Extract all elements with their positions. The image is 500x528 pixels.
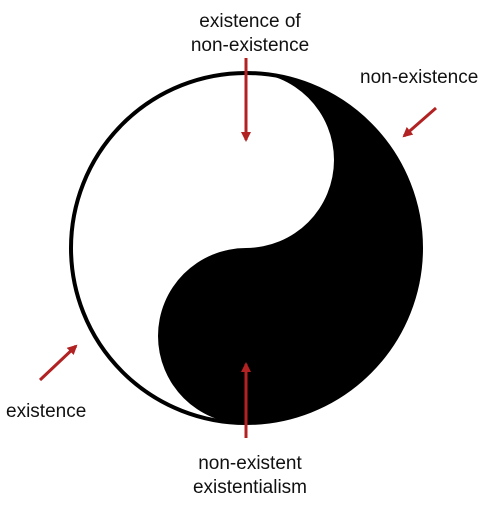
- yin-half: [158, 72, 422, 424]
- yin-yang-symbol: [69, 71, 423, 425]
- label-bottom-line-2: existentialism: [192, 476, 308, 498]
- label-top-line-2: non-existence: [190, 34, 310, 56]
- white-dot: [224, 138, 268, 182]
- black-dot: [224, 311, 268, 355]
- label-top-line-1: existence of: [199, 11, 301, 32]
- label-existence: existence: [6, 401, 87, 422]
- label-bottom-line-1: non-existent: [198, 453, 302, 474]
- label-non-existence: non-existence: [360, 67, 479, 88]
- arrow-right: [402, 106, 437, 138]
- arrow-left: [38, 344, 78, 382]
- label-existence-of-non-existence: existence of non-existence: [160, 10, 340, 58]
- label-non-existent-existentialism: non-existent existentialism: [150, 452, 350, 500]
